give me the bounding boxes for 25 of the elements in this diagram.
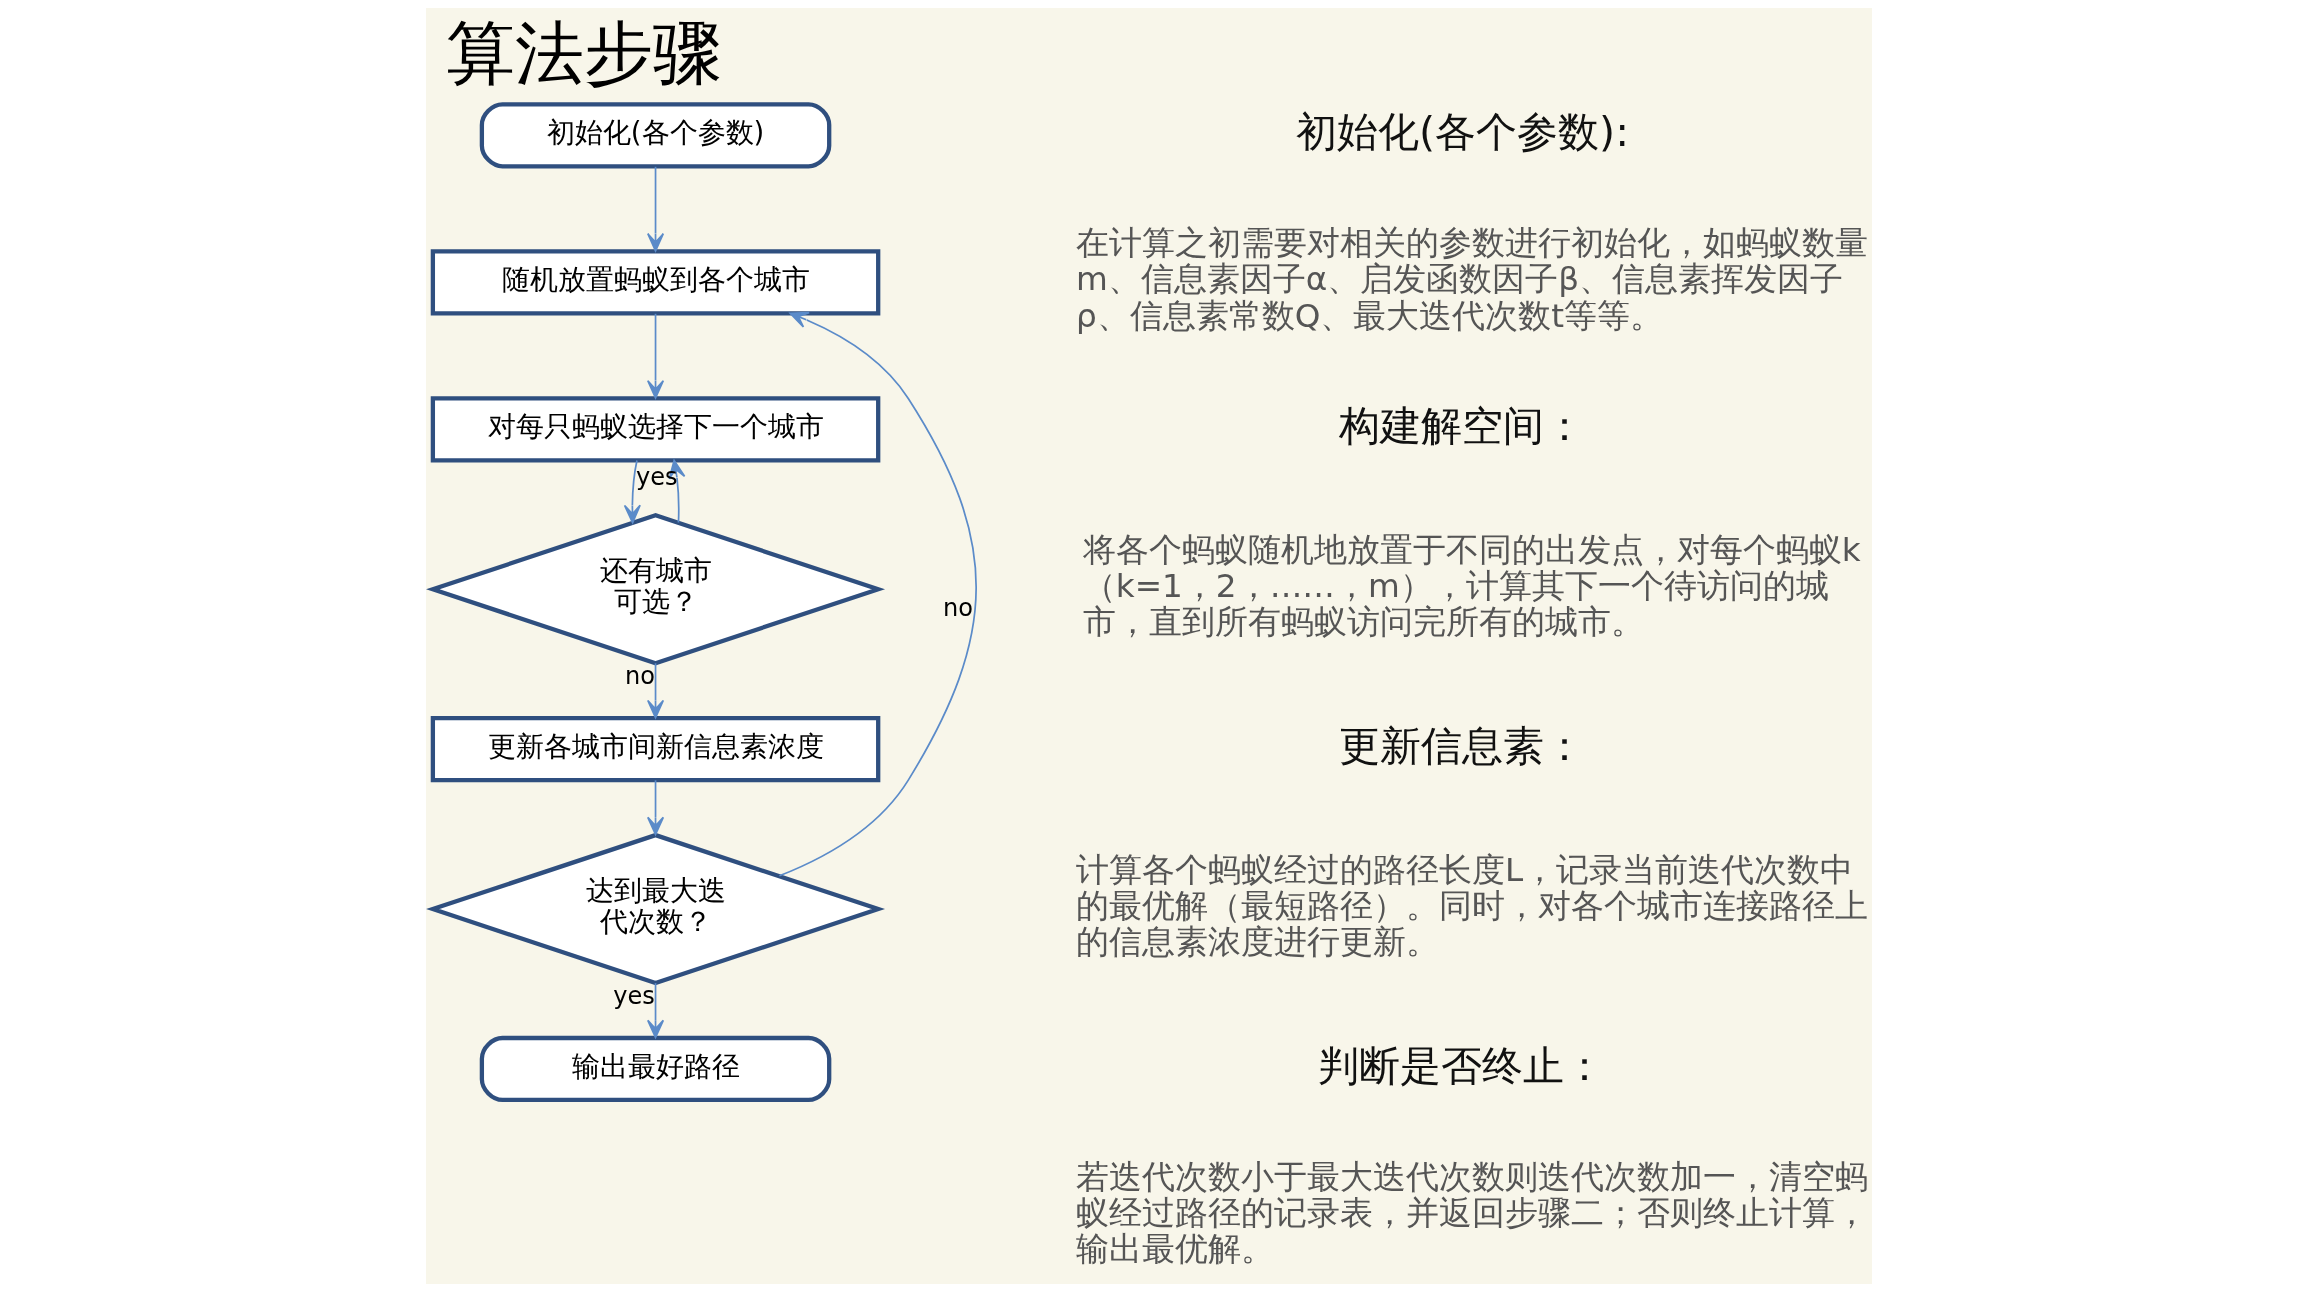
label: 构建解空间：: [1338, 402, 1585, 451]
label: 在计算之初需要对相关的参数进行初始化，如蚂蚁数量m、信息素因子α、启发函数因子β、信息素挥发因子ρ、信息素常数Q、最大迭代次数t等等。: [1075, 224, 1868, 335]
arrow: [778, 311, 977, 877]
node-diamond: 还有城市可选？: [426, 513, 886, 666]
arrow: [646, 312, 665, 399]
node-box: 初始化(各个参数): [479, 102, 832, 169]
label: 计算各个蚂蚁经过的路径长度L，记录当前迭代次数中的最优解（最短路径）。同时，对各个城市连接路径上的信息素浓度进行更新。: [1075, 851, 1868, 962]
label: 初始化(各个参数):: [1296, 108, 1630, 156]
arrow: [623, 459, 641, 524]
node-diamond: 达到最大迭代次数？: [426, 832, 886, 986]
diagram-title: 算法步骤: [446, 12, 723, 93]
arrow: [646, 779, 665, 836]
arrow: [646, 982, 665, 1039]
node-box: 随机放置蚂蚁到各个城市: [430, 249, 881, 316]
arrow: [646, 165, 665, 252]
node-box: 更新各城市间新信息素浓度: [430, 716, 881, 783]
arrow: [646, 662, 665, 719]
label: 将各个蚂蚁随机地放置于不同的出发点，对每个蚂蚁k（k=1，2，……，m），计算其下一个待访问的城市，直到所有蚂蚁访问完所有的城市。: [1082, 531, 1861, 642]
label: 更新信息素：: [1338, 721, 1585, 770]
label: 若迭代次数小于最大迭代次数则迭代次数加一，清空蚂蚁经过路径的记录表，并返回步骤二；否则终止计算，输出最优解。: [1075, 1157, 1868, 1269]
edge-label: yes: [635, 462, 678, 491]
edge-label: no: [943, 593, 974, 622]
node-box: 输出最好路径: [479, 1035, 832, 1103]
label: 判断是否终止：: [1318, 1041, 1606, 1090]
node-box: 对每只蚂蚁选择下一个城市: [430, 396, 881, 463]
